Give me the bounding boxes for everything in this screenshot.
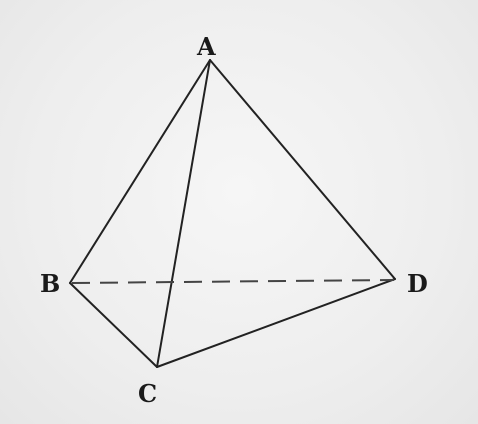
vertex-label-d: D: [407, 269, 428, 298]
vertex-label-b: B: [40, 269, 60, 298]
edge-ac: [156, 59, 211, 368]
edge-cd: [156, 278, 396, 368]
vertex-label-c: C: [138, 379, 157, 408]
vertex-label-a: A: [196, 32, 216, 61]
edge-bd-hidden: [71, 279, 395, 284]
edge-bc: [69, 282, 158, 368]
edge-ad: [209, 59, 396, 280]
edge-ab: [69, 59, 211, 284]
